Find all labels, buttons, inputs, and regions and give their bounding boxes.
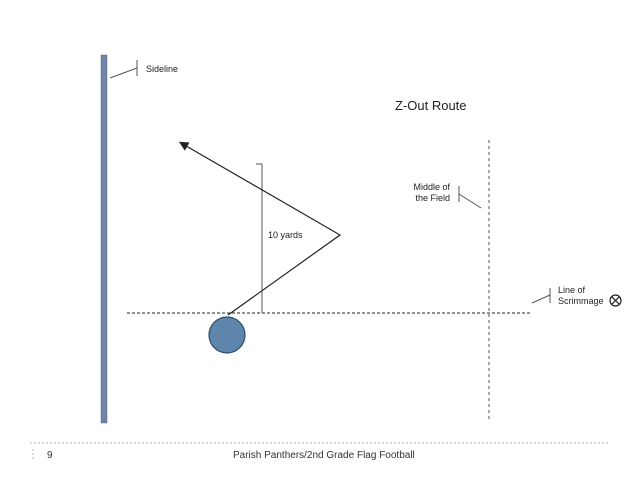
sideline-bar xyxy=(100,54,108,424)
middle-of-field-label: Middle of the Field xyxy=(390,182,450,204)
page-number: 9 xyxy=(47,450,53,461)
footer-text: Parish Panthers/2nd Grade Flag Football xyxy=(233,450,415,461)
sideline-callout-line xyxy=(109,67,138,79)
circle-x-icon xyxy=(609,294,622,307)
los-label-line2: Scrimmage xyxy=(558,296,604,306)
line-of-scrimmage-label: Line of Scrimmage xyxy=(558,285,604,307)
middle-label-line1: Middle of xyxy=(413,182,450,192)
slide-footer: 9 Parish Panthers/2nd Grade Flag Footbal… xyxy=(0,446,638,466)
play-title: Z-Out Route xyxy=(395,98,467,113)
los-label-line1: Line of xyxy=(558,285,586,295)
z-out-route xyxy=(178,141,342,316)
sideline-label: Sideline xyxy=(146,64,179,74)
los-callout-line xyxy=(531,294,551,304)
yards-label: 10 yards xyxy=(268,230,303,240)
middle-label-line2: the Field xyxy=(415,193,450,203)
middle-callout-line xyxy=(458,193,482,209)
player-marker xyxy=(208,316,246,354)
